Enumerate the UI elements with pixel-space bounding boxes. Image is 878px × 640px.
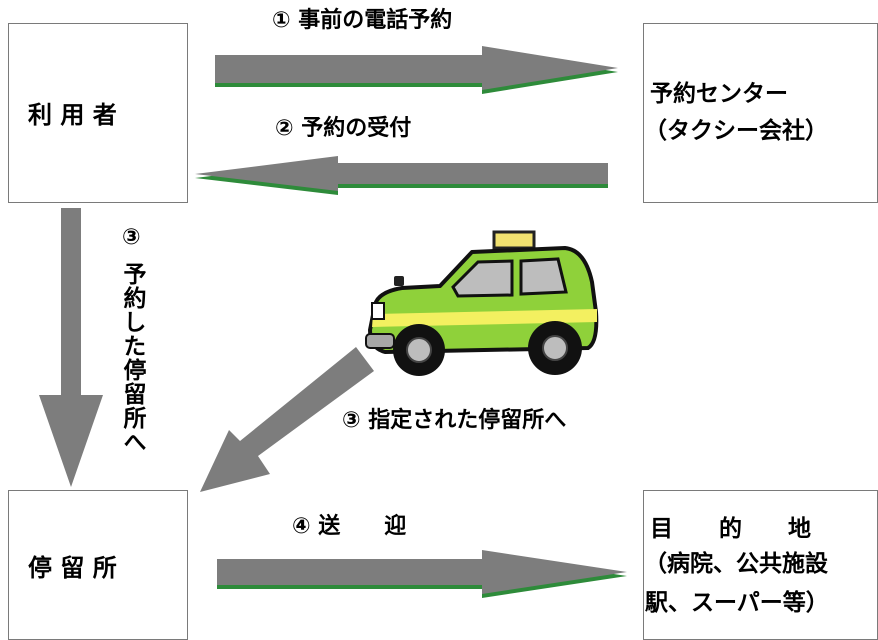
user-label: 利 用 者 xyxy=(28,101,117,129)
step1-label: ① 事前の電話予約 xyxy=(272,8,453,33)
destination-box xyxy=(643,490,878,640)
reservation-center-box xyxy=(643,23,878,203)
user-box xyxy=(8,23,188,203)
arrow-taxi-to-stop xyxy=(200,347,374,492)
stop-label: 停 留 所 xyxy=(28,554,117,582)
step3-taxi-label: ③ 指定された停留所へ xyxy=(342,408,567,433)
destination-label-line2: （病院、公共施設 xyxy=(644,551,828,577)
center-label-line2: （タクシー会社） xyxy=(644,118,828,144)
arrow-phone-reservation xyxy=(215,46,618,94)
destination-label-line3: 駅、スーパー等） xyxy=(645,590,829,616)
arrow-to-stop-vertical xyxy=(39,208,103,487)
taxi-icon xyxy=(365,230,599,376)
step4-label: ④ 送 迎 xyxy=(292,514,407,539)
step2-label: ② 予約の受付 xyxy=(275,116,412,141)
step3-number: ③ xyxy=(122,225,141,250)
arrow-reservation-accepted xyxy=(195,156,608,195)
destination-label-line1: 目 的 地 xyxy=(650,516,811,542)
center-label-line1: 予約センター xyxy=(650,81,788,107)
arrow-pickup-dropoff xyxy=(217,550,627,598)
step3-vertical-label: 予約した停留所へ xyxy=(119,262,145,454)
